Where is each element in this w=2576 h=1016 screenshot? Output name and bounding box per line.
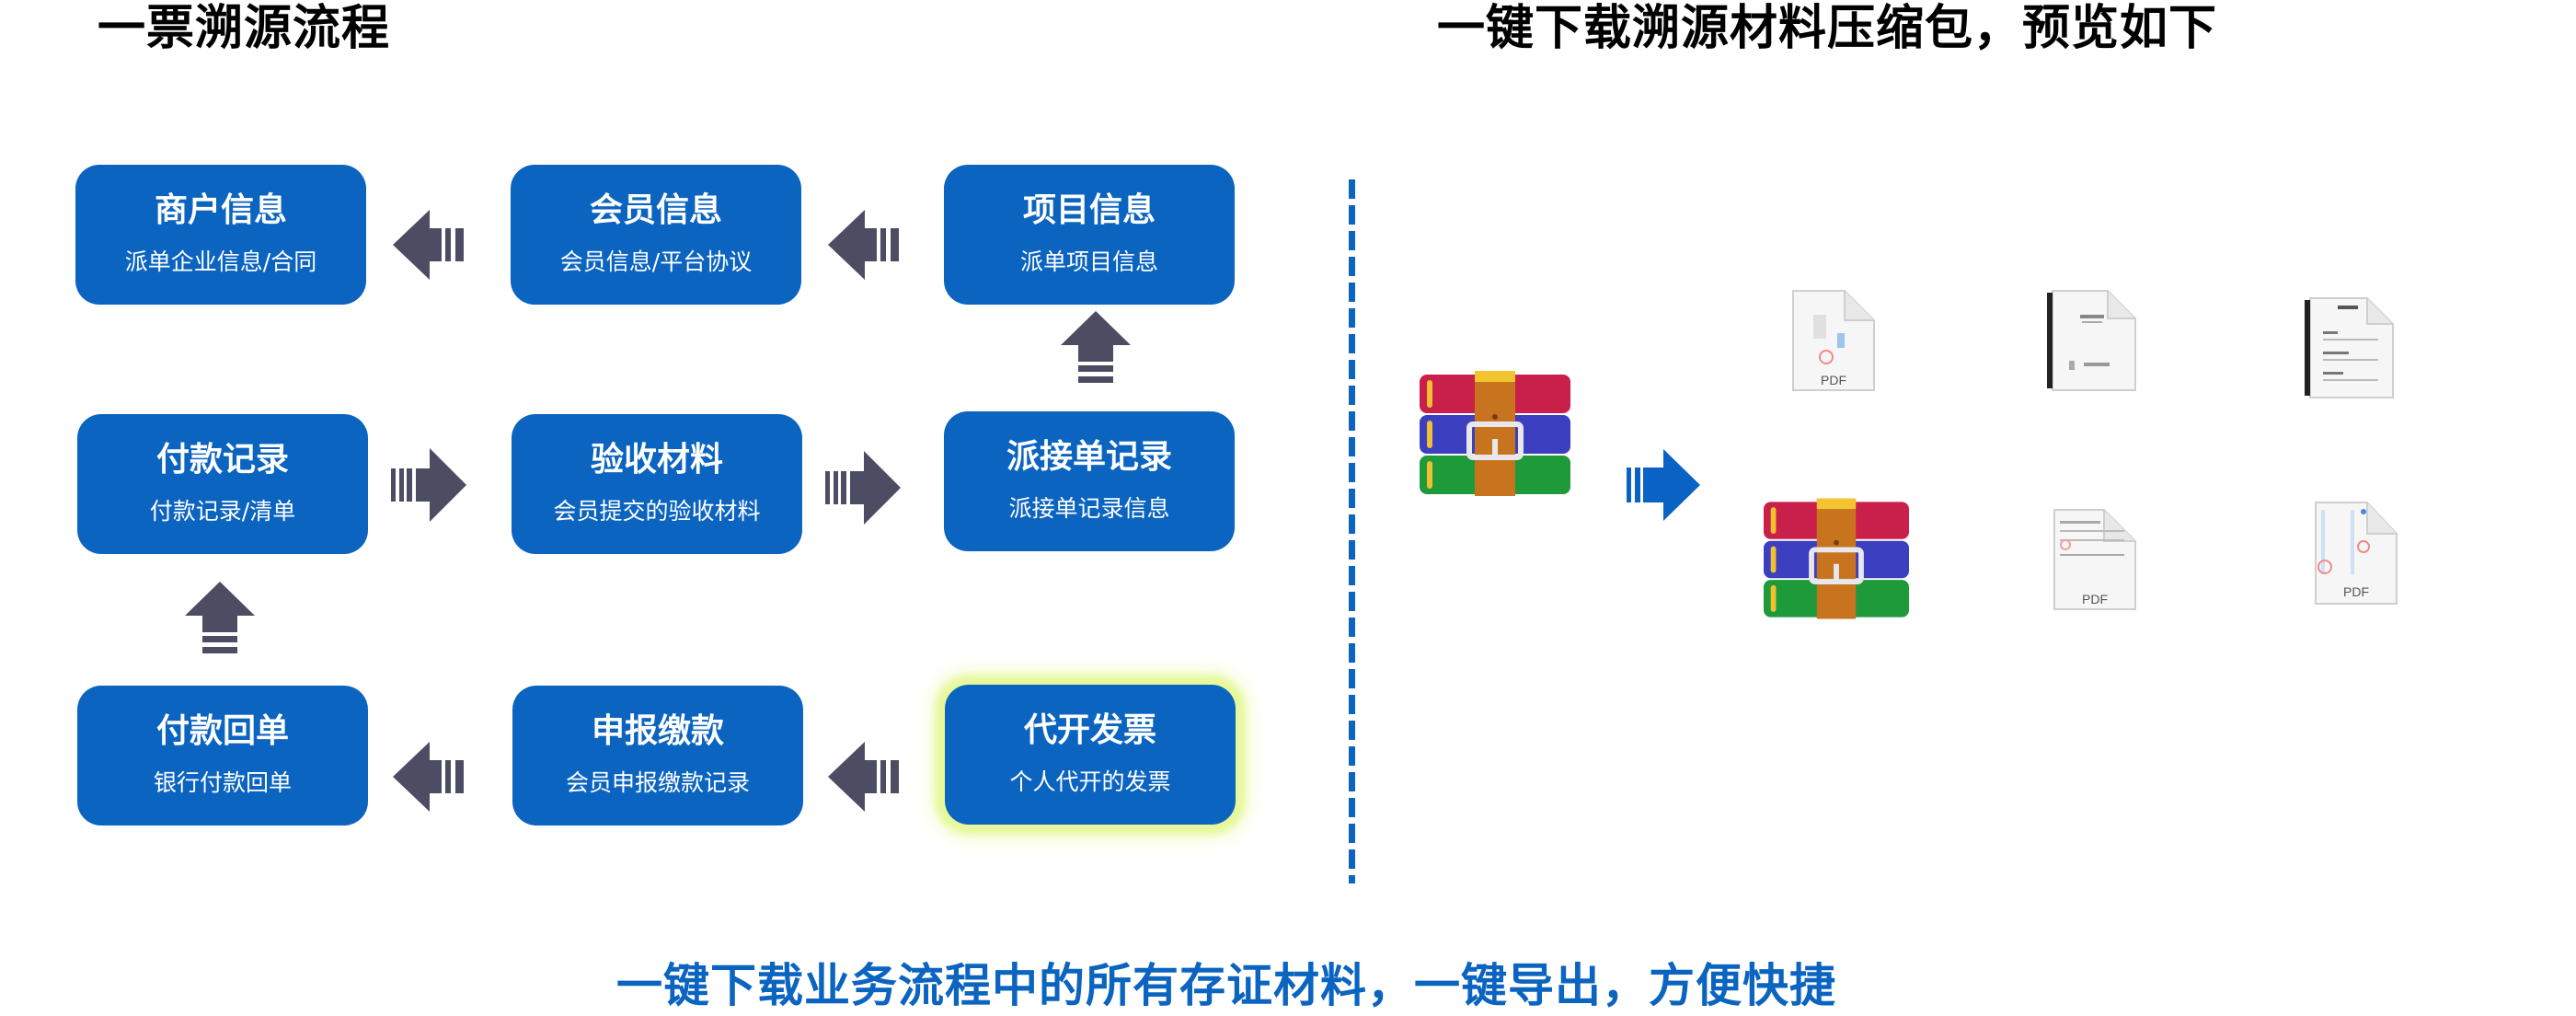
file-type-label: PDF bbox=[2343, 584, 2369, 599]
arrow-left-icon bbox=[393, 742, 464, 812]
pdf-file-icon: PDF bbox=[2315, 502, 2398, 605]
arrow-right-icon bbox=[825, 451, 901, 525]
step-subtitle: 会员提交的验收材料 bbox=[553, 498, 761, 525]
step-title: 项目信息 bbox=[1022, 191, 1156, 229]
step-subtitle: 个人代开的发票 bbox=[1009, 768, 1171, 795]
step-subtitle: 派单项目信息 bbox=[1019, 248, 1158, 275]
bound-document-icon bbox=[2305, 297, 2394, 398]
step-subtitle: 派接单记录信息 bbox=[1008, 495, 1170, 522]
file-type-label: PDF bbox=[1821, 373, 1846, 387]
step-title: 商户信息 bbox=[154, 191, 287, 229]
step-title: 付款记录 bbox=[155, 441, 289, 479]
step-dispatch-record: 派接单记录 派接单记录信息 bbox=[944, 411, 1235, 551]
section-divider bbox=[1349, 179, 1355, 883]
step-subtitle: 银行付款回单 bbox=[153, 769, 292, 796]
step-subtitle: 派单企业信息/合同 bbox=[124, 248, 317, 275]
step-subtitle: 会员信息/平台协议 bbox=[559, 248, 753, 275]
step-title: 派接单记录 bbox=[1006, 438, 1172, 476]
step-proxy-invoice: 代开发票 个人代开的发票 bbox=[945, 685, 1236, 825]
step-payment-receipt: 付款回单 银行付款回单 bbox=[77, 686, 368, 826]
step-title: 代开发票 bbox=[1023, 711, 1156, 749]
step-tax-declaration: 申报缴款 会员申报缴款记录 bbox=[512, 686, 803, 826]
arrow-left-icon bbox=[828, 742, 899, 812]
step-title: 会员信息 bbox=[589, 191, 722, 229]
arrow-up-icon bbox=[1061, 311, 1131, 383]
step-title: 付款回单 bbox=[155, 712, 289, 750]
step-title: 验收材料 bbox=[590, 441, 723, 479]
rar-archive-icon bbox=[1420, 371, 1570, 496]
arrow-right-icon bbox=[391, 448, 466, 522]
step-merchant-info: 商户信息 派单企业信息/合同 bbox=[75, 165, 366, 305]
footer-tagline: 一键下载业务流程中的所有存证材料，一键导出，方便快捷 bbox=[616, 959, 1836, 1012]
file-type-label: PDF bbox=[2082, 592, 2108, 606]
step-acceptance-material: 验收材料 会员提交的验收材料 bbox=[512, 414, 802, 554]
pdf-file-icon: PDF bbox=[2053, 509, 2136, 610]
step-payment-record: 付款记录 付款记录/清单 bbox=[77, 414, 368, 554]
rar-archive-icon bbox=[1764, 498, 1909, 619]
arrow-left-icon bbox=[393, 210, 464, 280]
step-project-info: 项目信息 派单项目信息 bbox=[944, 165, 1235, 305]
flow-title: 一票溯源流程 bbox=[98, 1, 391, 56]
step-subtitle: 付款记录/清单 bbox=[149, 498, 296, 525]
step-title: 申报缴款 bbox=[591, 712, 724, 750]
arrow-up-icon bbox=[185, 582, 255, 653]
bound-document-icon bbox=[2047, 290, 2136, 391]
arrow-left-icon bbox=[828, 210, 899, 280]
step-subtitle: 会员申报缴款记录 bbox=[565, 769, 750, 796]
step-member-info: 会员信息 会员信息/平台协议 bbox=[511, 165, 801, 305]
arrow-right-icon bbox=[1627, 449, 1700, 521]
pdf-file-icon: PDF bbox=[1792, 290, 1875, 391]
preview-title: 一键下载溯源材料压缩包，预览如下 bbox=[1437, 1, 2218, 56]
